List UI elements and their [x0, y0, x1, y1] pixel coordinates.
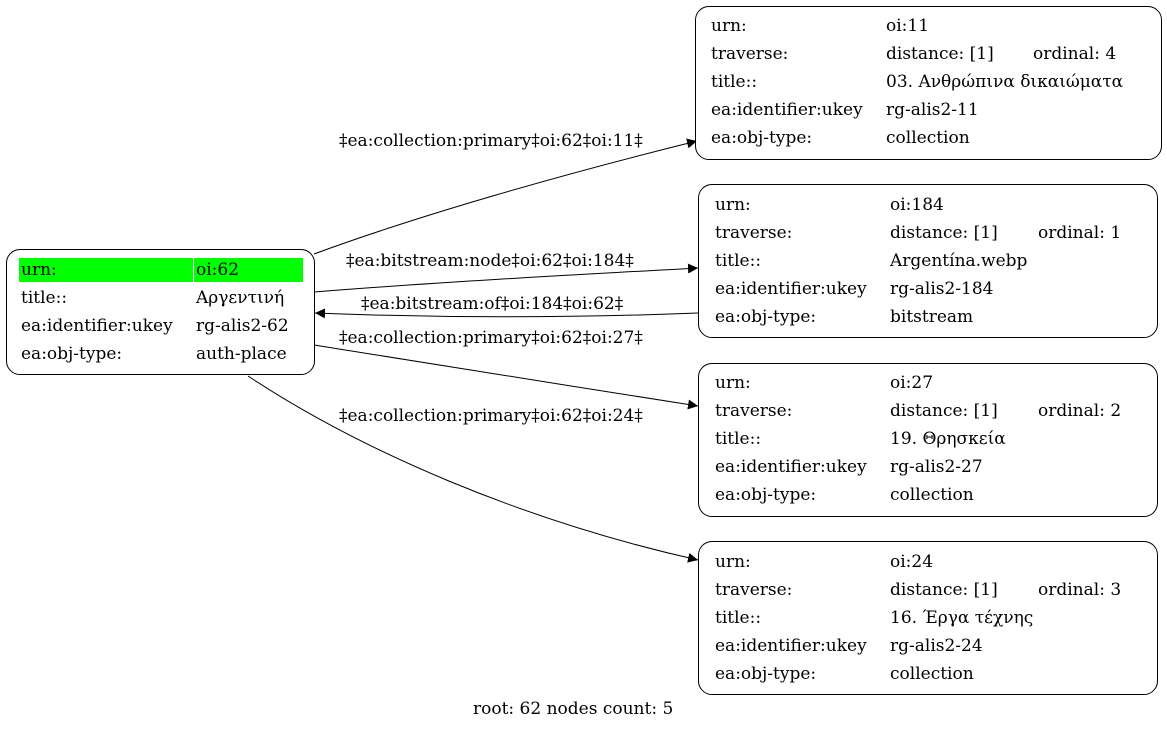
- title-key: title::: [711, 72, 758, 92]
- urn-key: urn:: [711, 16, 747, 36]
- node-oi-27[interactable]: urn: oi:27 traverse: distance: [1] ordinal:…: [698, 363, 1158, 517]
- distance-value: distance: [1]: [890, 223, 998, 243]
- urn-value: oi:11: [886, 16, 930, 36]
- urn-value: oi:27: [890, 373, 934, 393]
- edge-label-oi62-oi24: ‡ea:collection:primary‡oi:62‡oi:24‡: [339, 406, 643, 426]
- ukey-key: ea:identifier:ukey: [715, 457, 867, 477]
- objtype-value: collection: [890, 485, 974, 505]
- ukey-value: rg-alis2-24: [890, 636, 983, 656]
- distance-value: distance: [1]: [886, 44, 994, 64]
- objtype-key: ea:obj-type:: [715, 664, 817, 684]
- ukey-value: rg-alis2-184: [890, 279, 994, 299]
- objtype-key: ea:obj-type:: [715, 485, 817, 505]
- objtype-key: ea:obj-type:: [715, 307, 817, 327]
- title-key: title::: [715, 429, 762, 449]
- node-oi-24[interactable]: urn: oi:24 traverse: distance: [1] ordinal:…: [698, 541, 1158, 695]
- ukey-key: ea:identifier:ukey: [715, 279, 867, 299]
- objtype-key: ea:obj-type:: [711, 128, 813, 148]
- urn-key: urn:: [715, 195, 751, 215]
- distance-value: distance: [1]: [890, 580, 998, 600]
- title-key: title::: [715, 608, 762, 628]
- root-title-value: Αργεντινή: [196, 288, 285, 308]
- edge-label-oi62-oi184: ‡ea:bitstream:node‡oi:62‡oi:184‡: [346, 251, 634, 271]
- title-key: title::: [715, 251, 762, 271]
- ukey-value: rg-alis2-11: [886, 100, 979, 120]
- urn-value: oi:24: [890, 552, 934, 572]
- edge-oi62-oi27: [313, 344, 699, 410]
- graph-footer: root: 62 nodes count: 5: [473, 699, 674, 719]
- ukey-value: rg-alis2-27: [890, 457, 983, 477]
- root-objtype-key: ea:obj-type:: [21, 344, 123, 364]
- ordinal-value: ordinal: 3: [1038, 580, 1122, 600]
- edge-label-oi184-oi62: ‡ea:bitstream:of‡oi:184‡oi:62‡: [361, 294, 624, 314]
- objtype-value: collection: [890, 664, 974, 684]
- root-objtype-value: auth-place: [196, 344, 287, 364]
- title-value: 03. Ανθρώπινα δικαιώματα: [886, 72, 1124, 92]
- title-value: 16. Έργα τέχνης: [890, 608, 1034, 628]
- traverse-key: traverse:: [715, 401, 793, 421]
- edge-oi62-oi184: [313, 263, 699, 293]
- title-value: 19. Θρησκεία: [890, 429, 1006, 449]
- ukey-key: ea:identifier:ukey: [715, 636, 867, 656]
- ordinal-value: ordinal: 4: [1033, 44, 1117, 64]
- edge-label-oi62-oi27: ‡ea:collection:primary‡oi:62‡oi:27‡: [339, 328, 643, 348]
- root-urn-value: oi:62: [194, 258, 303, 282]
- node-oi-184[interactable]: urn: oi:184 traverse: distance: [1] ordinal…: [698, 184, 1158, 338]
- urn-key: urn:: [715, 552, 751, 572]
- root-title-key: title::: [21, 288, 68, 308]
- title-value: Argentína.webp: [890, 251, 1028, 271]
- distance-value: distance: [1]: [890, 401, 998, 421]
- urn-key: urn:: [715, 373, 751, 393]
- traverse-key: traverse:: [715, 580, 793, 600]
- edge-oi62-oi24: [247, 375, 699, 563]
- objtype-value: collection: [886, 128, 970, 148]
- ukey-key: ea:identifier:ukey: [711, 100, 863, 120]
- root-ukey-value: rg-alis2-62: [196, 316, 289, 336]
- traverse-key: traverse:: [711, 44, 789, 64]
- node-oi-11[interactable]: urn: oi:11 traverse: distance: [1] ordinal:…: [695, 6, 1162, 160]
- node-oi-62[interactable]: urn: oi:62 title:: Αργεντινή ea:identifi…: [6, 249, 315, 375]
- objtype-value: bitstream: [890, 307, 974, 327]
- edge-oi184-oi62: [314, 308, 699, 319]
- ordinal-value: ordinal: 2: [1038, 401, 1122, 421]
- root-ukey-key: ea:identifier:ukey: [21, 316, 173, 336]
- urn-value: oi:184: [890, 195, 944, 215]
- edge-oi62-oi11: [313, 138, 698, 255]
- ordinal-value: ordinal: 1: [1038, 223, 1122, 243]
- root-urn-key: urn:: [19, 258, 193, 282]
- edge-label-oi62-oi11: ‡ea:collection:primary‡oi:62‡oi:11‡: [339, 131, 643, 151]
- traverse-key: traverse:: [715, 223, 793, 243]
